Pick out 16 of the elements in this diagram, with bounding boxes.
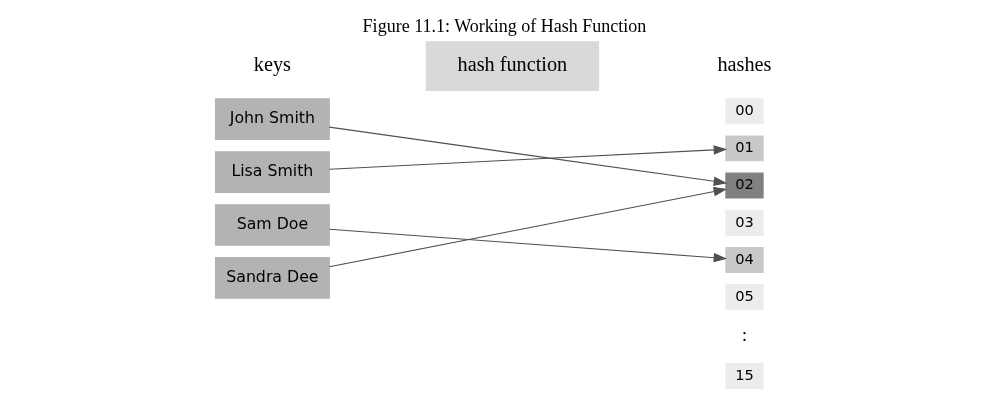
label: keys [253,53,291,76]
arrow [328,145,727,170]
node-box: hash function [425,41,599,91]
diagram-title: Figure 11.1: Working of Hash Function [362,15,646,36]
node-box: 02 [724,172,764,199]
arrow [328,126,727,186]
label: : [741,324,747,345]
node-box: Sam Doe [214,204,330,246]
arrow [328,186,727,268]
arrow [328,228,727,263]
node-box: 01 [724,135,764,162]
node-box: 04 [724,246,764,273]
node-box: John Smith [214,98,330,140]
node-box: Sandra Dee [214,257,330,299]
label: hashes [716,53,771,76]
node-box: Lisa Smith [214,151,330,193]
